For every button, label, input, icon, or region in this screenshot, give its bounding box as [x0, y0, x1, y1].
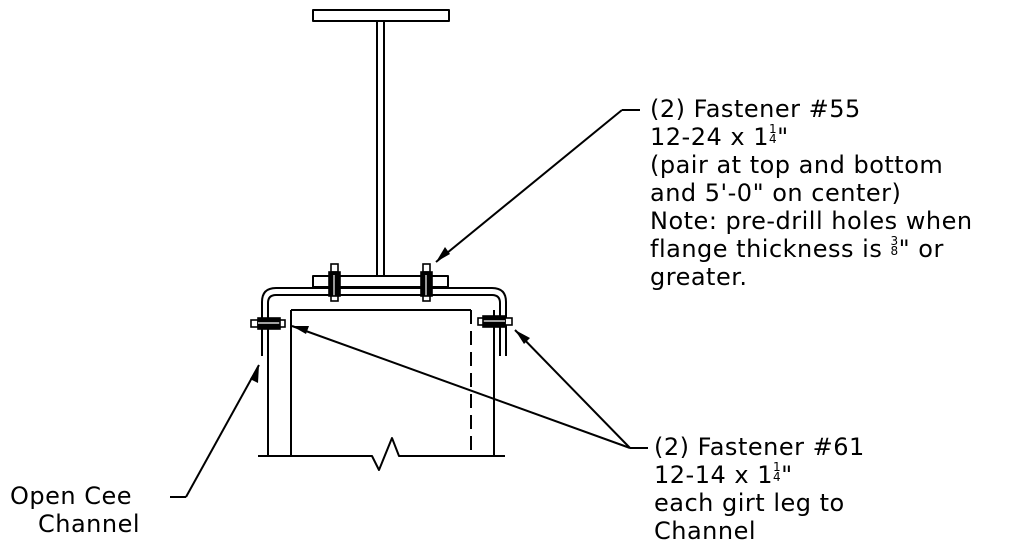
fastener-icon: [250, 317, 286, 330]
top-flange: [312, 9, 450, 22]
callout-cee-line-1: Open Cee: [10, 482, 133, 510]
leader-cee: [185, 364, 260, 498]
break-line: [258, 437, 505, 471]
fastener-icon: [477, 315, 513, 328]
arrowhead-cee: [250, 365, 259, 383]
fastener-icon: [420, 263, 433, 302]
leader-61-left: [291, 325, 631, 449]
callout-55-line-5: Note: pre-drill holes when: [650, 207, 973, 235]
callout-55-line-7: greater.: [650, 263, 748, 291]
arrowhead-61-left: [292, 326, 309, 334]
callout-61-line-3: each girt leg to: [654, 489, 845, 517]
callout-cee-line-2: Channel: [38, 510, 141, 538]
arrowhead-55: [436, 247, 450, 262]
callout-55-line-1: (2) Fastener #55: [650, 95, 861, 123]
callout-55-line-4: and 5'-0" on center): [650, 179, 902, 207]
callout-61-line-4: Channel: [654, 517, 757, 545]
fastener-icon: [328, 263, 341, 302]
callout-open-cee-channel: Open Cee Channel: [10, 482, 140, 538]
leader-61-right: [514, 329, 631, 449]
open-cee-channel: [261, 287, 507, 356]
open-cee-channel-inner: [267, 294, 501, 356]
callout-55-line-3: (pair at top and bottom: [650, 151, 944, 179]
leader-55: [435, 109, 623, 263]
arrowhead-61-right: [515, 330, 530, 344]
callout-61-line-1: (2) Fastener #61: [654, 433, 865, 461]
